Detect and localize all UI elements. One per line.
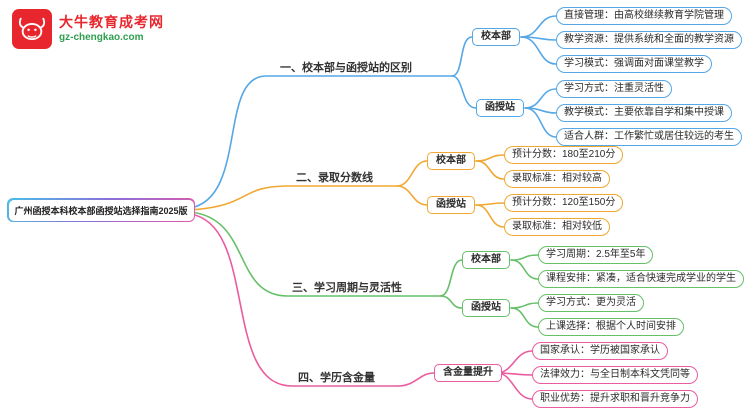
mindmap-root-label: 广州函授本科校本部函授站选择指南2025版 xyxy=(8,199,194,221)
mindmap-leaf: 适合人群：工作繁忙或居住较远的考生 xyxy=(556,128,742,146)
branch-label-value: 四、学历含金量 xyxy=(298,372,375,384)
site-name: 大牛教育成考网 xyxy=(59,14,164,30)
subnode-station-2: 函授站 xyxy=(427,196,475,214)
bull-icon xyxy=(12,9,52,49)
mindmap-leaf: 预计分数：120至150分 xyxy=(504,194,624,212)
site-url: gz-chengkao.com xyxy=(59,32,144,43)
mindmap-leaf: 直接管理：由高校继续教育学院管理 xyxy=(556,7,732,25)
subnode-campus-2: 校本部 xyxy=(427,152,475,170)
mindmap-leaf: 职业优势：提升求职和晋升竞争力 xyxy=(532,390,698,408)
branch-label-cycle: 三、学习周期与灵活性 xyxy=(292,282,402,294)
subnode-station-3: 函授站 xyxy=(462,299,510,317)
mindmap-leaf: 录取标准：相对较低 xyxy=(504,218,610,236)
mindmap-leaf: 课程安排：紧凑，适合快速完成学业的学生 xyxy=(538,270,744,288)
mindmap-root: 广州函授本科校本部函授站选择指南2025版 xyxy=(7,198,196,222)
mindmap-leaf: 学习方式：更为灵活 xyxy=(538,294,644,312)
subnode-station-1: 函授站 xyxy=(476,99,524,117)
mindmap-leaf: 教学资源：提供系统和全面的教学资源 xyxy=(556,31,742,49)
mindmap-leaf: 法律效力：与全日制本科文凭同等 xyxy=(532,366,698,384)
site-logo: 大牛教育成考网 gz-chengkao.com xyxy=(12,9,164,49)
subnode-campus-1: 校本部 xyxy=(472,28,520,46)
mindmap-leaf: 学习模式：强调面对面课堂教学 xyxy=(556,55,712,73)
mindmap-leaf: 国家承认：学历被国家承认 xyxy=(532,342,668,360)
mindmap-leaf: 学习周期：2.5年至5年 xyxy=(538,246,654,264)
subnode-campus-3: 校本部 xyxy=(462,251,510,269)
subnode-value-boost: 含金量提升 xyxy=(434,364,502,382)
mindmap-leaf: 教学模式：主要依靠自学和集中授课 xyxy=(556,104,732,122)
branch-label-scores: 二、录取分数线 xyxy=(296,172,373,184)
mindmap-leaf: 学习方式：注重灵活性 xyxy=(556,80,672,98)
mindmap-leaf: 预计分数：180至210分 xyxy=(504,146,624,164)
branch-lines-scores xyxy=(189,154,505,228)
mindmap-leaf: 录取标准：相对较高 xyxy=(504,170,610,188)
branch-lines-cycle xyxy=(189,211,539,328)
branch-label-difference: 一、校本部与函授站的区别 xyxy=(280,62,412,74)
branch-lines-difference xyxy=(189,15,557,209)
mindmap-leaf: 上课选择：根据个人时间安排 xyxy=(538,318,684,336)
